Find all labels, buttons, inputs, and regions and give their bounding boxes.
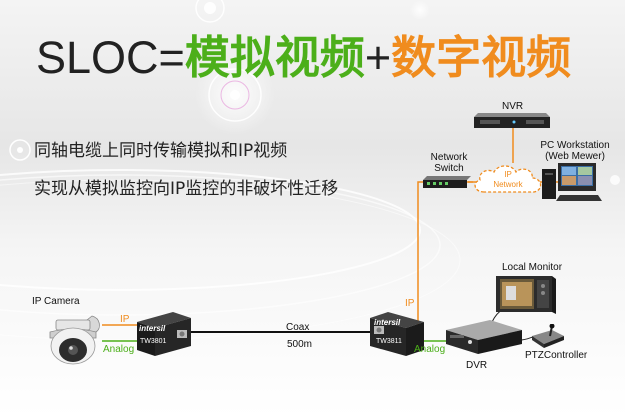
ip-label-right: IP: [405, 298, 415, 309]
distance-label: 500m: [287, 339, 313, 350]
ip-label-left: IP: [120, 314, 130, 325]
network-switch-line-1: Network: [430, 152, 468, 163]
title-sloc: SLOC=: [36, 32, 185, 83]
network-switch-line-2: Switch: [434, 163, 464, 174]
analog-label-left: Analog: [103, 344, 135, 355]
cloud-line-1: IP: [504, 170, 512, 179]
network-switch-label: Network Switch: [426, 152, 472, 174]
converter-right-brand: intersil: [374, 318, 401, 327]
ip-camera-label: IP Camera: [32, 296, 80, 307]
analog-label-right: Analog: [414, 344, 446, 355]
title-digital-video: 数字视频: [391, 31, 572, 84]
title-analog-video: 模拟视频: [184, 31, 365, 84]
converter-tw3811: intersil TW3811: [370, 312, 424, 356]
converter-right-model: TW3811: [376, 338, 402, 345]
pc-line-2: (Web Mewer): [545, 151, 605, 162]
main-title: SLOC=模拟视频+数字视频: [36, 32, 571, 84]
subtitle-line-1: 同轴电缆上同时传输模拟和IP视频: [34, 141, 288, 161]
ip-network-label: IP Network: [478, 170, 538, 190]
pc-workstation-icon: [542, 163, 602, 201]
subtitle-line-2: 实现从模拟监控向IP监控的非破坏性迁移: [34, 179, 339, 199]
ip-camera-icon: [49, 315, 100, 365]
dvr-label: DVR: [466, 360, 488, 371]
nvr-icon: [474, 113, 550, 128]
coax-label: Coax: [286, 322, 310, 333]
converter-box-icon: [370, 312, 424, 356]
ptz-controller-label: PTZController: [525, 350, 588, 361]
converter-left-brand: intersil: [139, 324, 166, 333]
pc-workstation-label: PC Workstation (Web Mewer): [532, 140, 618, 162]
cloud-line-2: Network: [493, 180, 523, 189]
ip-network-cloud-icon: [474, 165, 542, 193]
ip-line-right: [417, 181, 473, 325]
pc-line-1: PC Workstation: [540, 140, 610, 151]
ptz-controller-icon: [532, 324, 564, 348]
title-plus: +: [364, 32, 392, 83]
dvr-icon: [446, 320, 522, 354]
converter-box-icon: [137, 312, 191, 356]
local-monitor-label: Local Monitor: [502, 262, 563, 273]
converter-left-model: TW3801: [140, 338, 167, 345]
nvr-label: NVR: [502, 101, 524, 112]
local-monitor-icon: [496, 276, 556, 314]
network-switch-icon: [423, 176, 471, 188]
converter-tw3801: intersil TW3801: [137, 312, 191, 356]
